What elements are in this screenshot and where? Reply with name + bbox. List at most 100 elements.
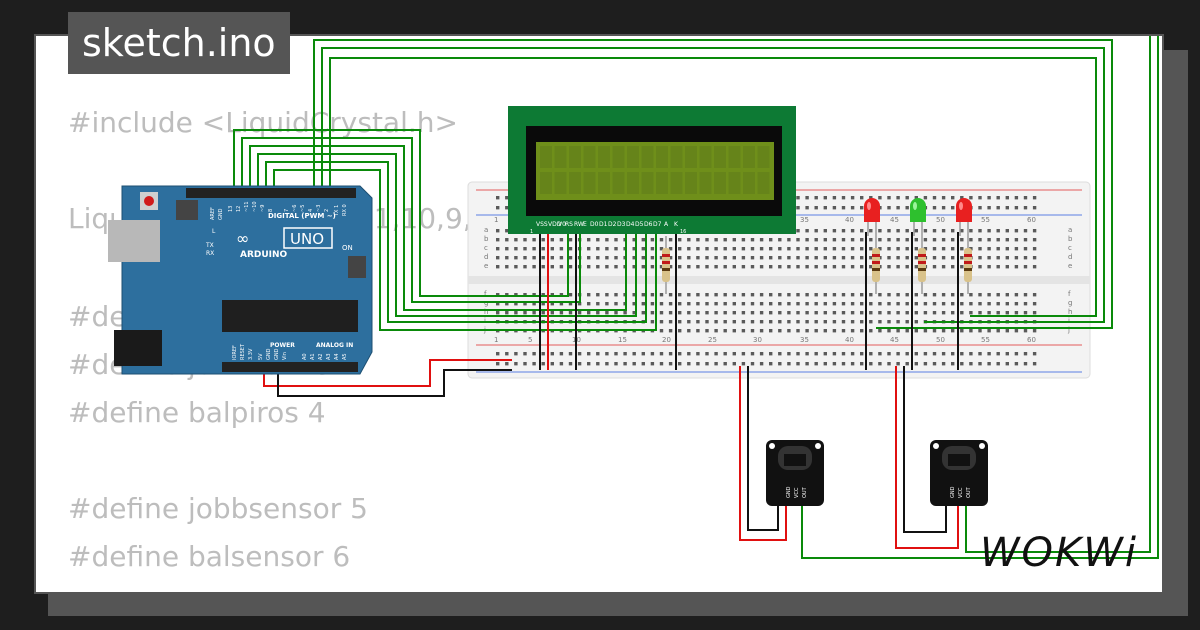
lcd-pin-a: A bbox=[664, 221, 669, 228]
breadboard-hole bbox=[732, 362, 736, 366]
breadboard-hole bbox=[932, 196, 937, 200]
breadboard-hole bbox=[814, 229, 818, 233]
breadboard-hole bbox=[605, 302, 609, 306]
breadboard-hole bbox=[750, 265, 755, 269]
sensor-right-pin-gnd: GND bbox=[950, 486, 956, 498]
breadboard-hole bbox=[987, 247, 991, 251]
on-label: ON bbox=[342, 244, 353, 252]
breadboard-hole bbox=[705, 320, 709, 324]
breadboard-hole bbox=[714, 320, 718, 324]
breadboard-hole bbox=[1005, 265, 1009, 269]
breadboard-hole bbox=[832, 265, 837, 269]
breadboard-hole bbox=[987, 265, 991, 269]
breadboard-hole bbox=[559, 265, 564, 269]
breadboard-hole bbox=[996, 265, 1000, 269]
breadboard-hole bbox=[769, 311, 773, 315]
breadboard-hole bbox=[978, 302, 982, 306]
breadboard-hole bbox=[632, 247, 636, 251]
breadboard-hole bbox=[905, 229, 909, 233]
breadboard-hole bbox=[869, 320, 873, 324]
breadboard-hole bbox=[941, 329, 946, 333]
reset-button[interactable] bbox=[144, 196, 154, 206]
breadboard-hole bbox=[769, 247, 773, 251]
wire-green-outer-3 bbox=[329, 57, 1097, 317]
breadboard-hole bbox=[814, 238, 818, 242]
breadboard-hole bbox=[496, 238, 500, 242]
breadboard-hole bbox=[987, 329, 991, 333]
breadboard-hole bbox=[523, 238, 527, 242]
breadboard-hole bbox=[759, 329, 764, 333]
breadboard-hole bbox=[814, 247, 818, 251]
breadboard-hole bbox=[659, 352, 664, 356]
breadboard-hole bbox=[887, 311, 891, 315]
ir-sensor-left[interactable]: GND VCC OUT bbox=[766, 440, 824, 506]
pin-2: 2 bbox=[324, 209, 330, 212]
lcd-character-cell bbox=[554, 172, 567, 194]
led-red-2[interactable] bbox=[956, 198, 972, 236]
breadboard-hole bbox=[514, 256, 518, 260]
breadboard-hole bbox=[850, 352, 855, 356]
breadboard-hole bbox=[960, 352, 964, 356]
breadboard-hole bbox=[1023, 293, 1028, 297]
breadboard-hole bbox=[550, 362, 554, 366]
breadboard-hole bbox=[523, 293, 527, 297]
breadboard-hole bbox=[1014, 265, 1019, 269]
arduino-logo-text: ARDUINO bbox=[240, 250, 288, 260]
breadboard-hole bbox=[823, 196, 827, 200]
breadboard-hole bbox=[887, 362, 891, 366]
breadboard-hole bbox=[605, 256, 609, 260]
breadboard-hole bbox=[932, 256, 937, 260]
breadboard-hole bbox=[914, 311, 918, 315]
led-label-rx: RX bbox=[206, 250, 214, 257]
breadboard-hole bbox=[850, 320, 855, 324]
breadboard-hole bbox=[587, 352, 591, 356]
led-green[interactable] bbox=[910, 198, 926, 236]
led-red-1[interactable] bbox=[864, 198, 880, 236]
breadboard-hole bbox=[587, 311, 591, 315]
lcd-character-cell bbox=[641, 172, 654, 194]
breadboard-hole bbox=[778, 293, 782, 297]
breadboard-hole bbox=[805, 352, 809, 356]
breadboard-hole bbox=[869, 238, 873, 242]
breadboard-hole bbox=[905, 352, 909, 356]
lcd-character-cell bbox=[656, 172, 668, 194]
breadboard-hole bbox=[978, 206, 982, 210]
breadboard-hole bbox=[550, 238, 554, 242]
lcd-character-cell bbox=[569, 146, 581, 168]
breadboard-hole bbox=[841, 238, 846, 242]
breadboard-hole bbox=[960, 256, 964, 260]
breadboard-hole bbox=[523, 256, 527, 260]
usb-port bbox=[108, 220, 160, 262]
breadboard-hole bbox=[823, 206, 827, 210]
breadboard-hole bbox=[787, 320, 791, 324]
breadboard-hole bbox=[796, 293, 800, 297]
breadboard-hole bbox=[878, 196, 882, 200]
breadboard-hole bbox=[941, 247, 946, 251]
breadboard-hole bbox=[696, 362, 700, 366]
breadboard-hole bbox=[832, 196, 837, 200]
ir-sensor-right[interactable]: GND VCC OUT bbox=[930, 440, 988, 506]
breadboard-hole bbox=[741, 320, 746, 324]
breadboard-hole bbox=[750, 302, 755, 306]
breadboard-hole bbox=[778, 320, 782, 324]
breadboard-hole bbox=[1005, 352, 1009, 356]
breadboard-hole bbox=[996, 247, 1000, 251]
breadboard-hole bbox=[596, 302, 600, 306]
breadboard-hole bbox=[687, 362, 691, 366]
breadboard-hole bbox=[850, 196, 855, 200]
lcd-character-cell bbox=[598, 172, 610, 194]
breadboard-hole bbox=[778, 302, 782, 306]
sketch-file-tab[interactable]: sketch.ino bbox=[68, 12, 290, 74]
row-letter-b-right: b bbox=[1068, 235, 1073, 243]
pin-gnd-2: GND bbox=[274, 348, 280, 360]
breadboard-hole bbox=[641, 311, 645, 315]
pin-3: ~3 bbox=[316, 205, 322, 212]
breadboard-hole bbox=[832, 362, 837, 366]
breadboard-hole bbox=[678, 329, 682, 333]
breadboard-hole bbox=[650, 247, 655, 251]
breadboard-hole bbox=[523, 302, 527, 306]
breadboard-hole bbox=[541, 247, 545, 251]
breadboard-hole bbox=[568, 256, 573, 260]
breadboard-hole bbox=[823, 293, 827, 297]
breadboard-hole bbox=[541, 362, 545, 366]
